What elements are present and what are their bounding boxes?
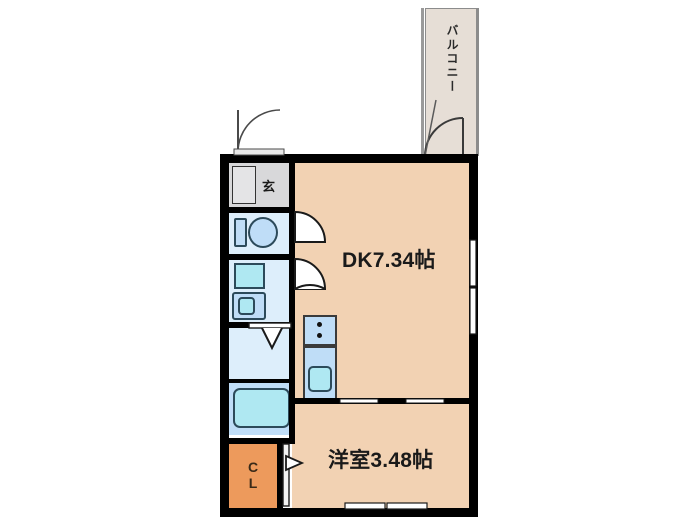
bedroom-window-south-left	[344, 502, 386, 510]
interior-wall-toilet-east	[289, 208, 295, 258]
stove-unit	[303, 315, 337, 346]
kitchen-sink	[308, 366, 332, 392]
vanity-counter	[234, 263, 265, 289]
interior-wall-dk-bedroom	[289, 398, 469, 404]
closet-label: C L	[240, 459, 266, 491]
exterior-wall-north	[220, 154, 478, 163]
exterior-wall-west	[220, 154, 229, 517]
bathtub	[233, 388, 290, 428]
balcony-door-swing-edge	[424, 99, 437, 157]
bath-door-track	[248, 322, 292, 329]
balcony-outer-edge	[421, 8, 424, 156]
interior-wall-bath-north	[229, 379, 295, 383]
interior-wall-wet-east	[289, 163, 295, 208]
bedroom-area	[292, 403, 469, 508]
entrance-threshold	[233, 148, 285, 156]
washroom-door-arc-lower	[294, 284, 326, 290]
vanity-sink	[238, 297, 255, 315]
closet-area	[229, 444, 277, 508]
bedroom-door-panel	[282, 443, 290, 507]
interior-wall-entrance-south	[229, 207, 295, 213]
bedroom-window-south-right	[386, 502, 428, 510]
balcony-label: バルコニー	[445, 24, 459, 94]
closet-label-line2: L	[248, 475, 258, 491]
closet-label-line1: C	[247, 459, 259, 475]
vanity-cabinet	[232, 292, 266, 320]
entrance-label: 玄	[262, 179, 276, 194]
interior-wall-bath-south	[229, 438, 295, 444]
dk-window-east-upper	[469, 239, 477, 287]
stove-burner-bottom	[317, 333, 322, 338]
interior-wall-toilet-south	[229, 254, 295, 260]
interior-wall-laundry-east	[289, 328, 295, 444]
dk-bedroom-opening-right	[405, 398, 445, 404]
bath-door-folding-symbol	[261, 327, 283, 351]
toilet-door-arc	[294, 210, 327, 243]
dk-bedroom-opening-left	[339, 398, 379, 404]
balcony-right-edge	[477, 8, 479, 156]
exterior-wall-east	[469, 154, 478, 517]
bedroom-door-slide-arrow	[285, 454, 305, 472]
stove-burner-top	[317, 322, 322, 327]
interior-wall-closet-east	[277, 444, 283, 508]
exterior-wall-south	[220, 508, 478, 517]
toilet-tank	[234, 218, 247, 247]
laundry-area	[229, 328, 295, 382]
entrance-step-box	[232, 166, 256, 204]
interior-wall-washroom-east	[289, 258, 295, 328]
bedroom-label: 洋室3.48帖	[328, 449, 434, 472]
toilet-fixture	[248, 217, 278, 248]
dk-window-east-lower	[469, 287, 477, 335]
dk-label: DK7.34帖	[342, 249, 436, 272]
